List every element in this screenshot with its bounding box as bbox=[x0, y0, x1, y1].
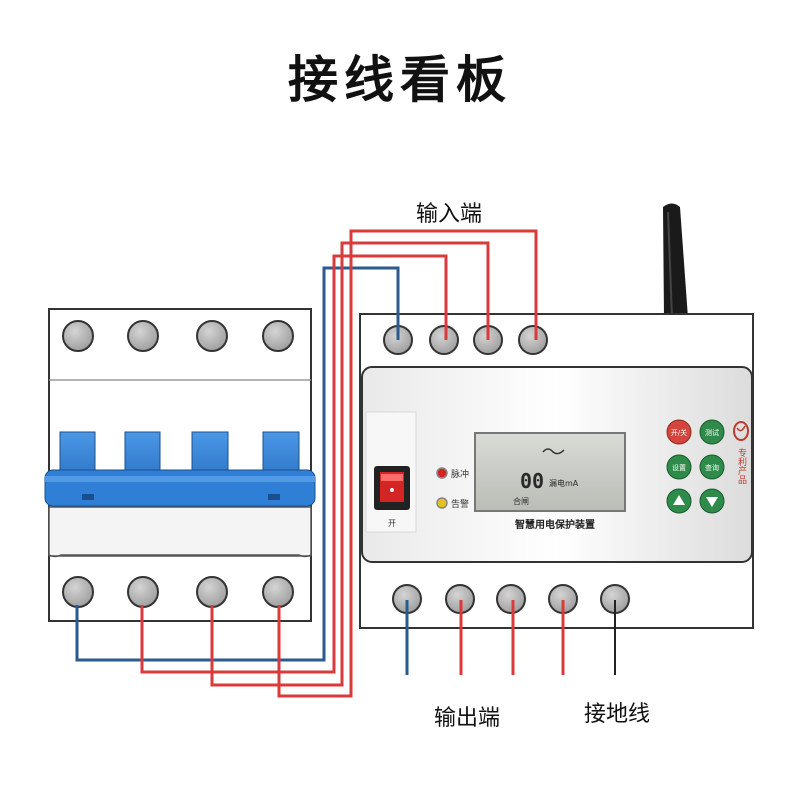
protection-device: 开 脉冲 告警 00 漏电mA 合闸 智慧用电保护装置 开/关 测试 设置 bbox=[359, 313, 754, 629]
breaker-bottom-terminal bbox=[262, 576, 294, 608]
neutral-wire bbox=[75, 266, 400, 662]
device-name: 智慧用电保护装置 bbox=[515, 518, 595, 531]
svg-text:设置: 设置 bbox=[672, 463, 686, 472]
pulse-label: 脉冲 bbox=[451, 468, 469, 480]
lcd-digits: 00 bbox=[520, 469, 544, 493]
input-label: 输入端 bbox=[416, 202, 483, 227]
ground-label: 接地线 bbox=[584, 702, 651, 727]
breaker-handle[interactable] bbox=[44, 431, 316, 507]
power-switch[interactable] bbox=[374, 466, 410, 510]
breaker-bottom-terminal bbox=[62, 576, 94, 608]
live-wire-1 bbox=[140, 254, 448, 674]
open-close-button[interactable]: 开/关 bbox=[666, 419, 692, 445]
circuit-breaker bbox=[44, 308, 316, 622]
device-top-terminal bbox=[518, 325, 548, 355]
output-label: 输出端 bbox=[434, 706, 501, 731]
svg-text:测试: 测试 bbox=[705, 428, 719, 437]
pulse-led bbox=[436, 467, 448, 479]
test-button[interactable]: 测试 bbox=[699, 419, 725, 445]
arrow-down-icon[interactable] bbox=[699, 488, 725, 514]
settings-button[interactable]: 设置 bbox=[666, 454, 692, 480]
lcd-unit: 漏电mA bbox=[549, 478, 579, 488]
live-wire-2 bbox=[210, 241, 490, 687]
lcd-status: 合闸 bbox=[513, 496, 529, 506]
breaker-top-terminal bbox=[196, 320, 228, 352]
query-button[interactable]: 查询 bbox=[699, 454, 725, 480]
breaker-top-terminal bbox=[127, 320, 159, 352]
page-title: 接线看板 bbox=[288, 51, 512, 109]
breaker-top-terminal bbox=[262, 320, 294, 352]
breaker-bottom-terminal bbox=[196, 576, 228, 608]
device-top-terminal bbox=[429, 325, 459, 355]
live-wire-3 bbox=[277, 229, 538, 698]
arrow-up-icon[interactable] bbox=[666, 488, 692, 514]
device-bottom-terminal bbox=[496, 584, 526, 614]
svg-text:开/关: 开/关 bbox=[671, 428, 687, 437]
breaker-top-terminal bbox=[62, 320, 94, 352]
svg-text:查询: 查询 bbox=[705, 463, 719, 472]
switch-label: 开 bbox=[388, 519, 396, 528]
lcd-display: 00 漏电mA 合闸 bbox=[474, 432, 626, 512]
alarm-label: 告警 bbox=[451, 498, 469, 510]
logo-icon bbox=[733, 421, 749, 441]
patent-label: 专利产品 bbox=[736, 447, 747, 485]
breaker-bottom-terminal bbox=[127, 576, 159, 608]
alarm-led bbox=[436, 497, 448, 509]
